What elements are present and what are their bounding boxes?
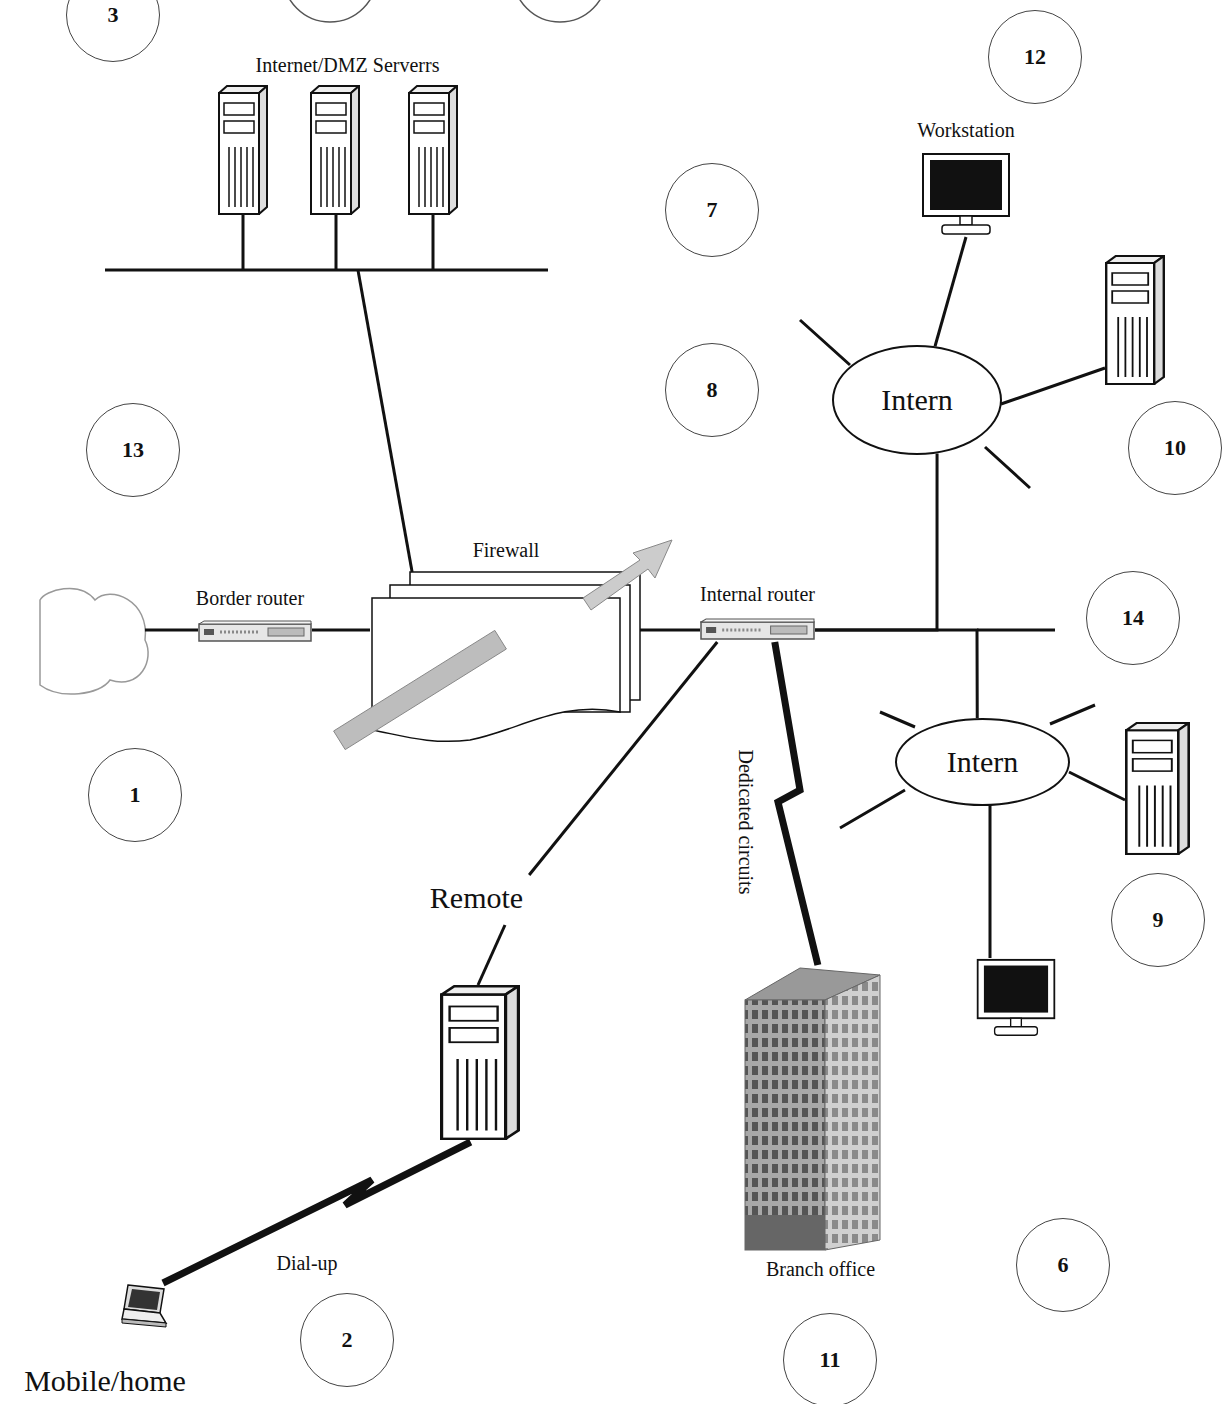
device-label: Workstation: [917, 119, 1014, 142]
connector: [935, 237, 966, 346]
firewall-icon: [334, 540, 672, 750]
router-icon: [701, 619, 814, 639]
workstation-icon: [923, 154, 1009, 234]
dmz-servers: [105, 86, 548, 270]
callout-number: 2: [342, 1327, 353, 1352]
callout-number: 6: [1058, 1252, 1069, 1277]
callout-circle: 1: [88, 748, 182, 842]
callout-circle: 8: [665, 343, 759, 437]
link-label: Dial-up: [273, 1252, 340, 1275]
device-label: Border router: [196, 587, 304, 610]
connector: [312, 628, 370, 631]
callout-number: 9: [1153, 907, 1164, 932]
connector: [815, 453, 937, 630]
device-label: Internet/DMZ Serverrs: [256, 54, 440, 77]
device-node: Branch office: [745, 965, 880, 1250]
router-icon: [199, 621, 311, 641]
callout-number: 1: [130, 782, 141, 807]
device-node: Internet/DMZ Serverrs: [105, 85, 548, 270]
network-ellipse: Intern: [832, 345, 1002, 455]
device-node: Remote: [418, 875, 535, 1142]
link-label: Dedicated circuits: [734, 747, 757, 898]
device-label: Internal router: [700, 583, 815, 606]
device-node: Border router: [198, 620, 312, 644]
device-label: Remote: [430, 881, 523, 916]
network-label: Intern: [947, 745, 1019, 780]
callout-circle: 7: [665, 163, 759, 257]
device-node: Workstation: [920, 152, 1012, 237]
callout-number: 7: [707, 197, 718, 222]
internal-network-top: [800, 256, 1164, 488]
laptop-icon: [122, 1285, 166, 1327]
callout-arc: [513, 0, 607, 22]
device-label: Mobile/home: [24, 1364, 186, 1399]
callout-number: 13: [122, 437, 144, 462]
callout-circle: 2: [300, 1293, 394, 1387]
callout-number: 12: [1024, 44, 1046, 69]
internal-network-bottom: [840, 705, 1189, 1035]
callout-number: 14: [1122, 605, 1144, 630]
connector: [640, 628, 700, 631]
connector: [815, 630, 977, 718]
callout-circle: 13: [86, 403, 180, 497]
callout-number: 3: [108, 2, 119, 27]
remote-server: [442, 925, 519, 1139]
device-node: Internal router: [700, 618, 815, 642]
lightning-link: [163, 1142, 471, 1283]
callout-circle: 10: [1128, 401, 1222, 495]
device-node: Firewall: [370, 572, 640, 740]
callout-number: 8: [707, 377, 718, 402]
callout-circle: 11: [783, 1313, 877, 1404]
callout-circle: 9: [1111, 873, 1205, 967]
connector: [358, 270, 412, 572]
network-ellipse: Intern: [895, 718, 1070, 806]
device-label: Firewall: [473, 539, 540, 562]
device-label: Branch office: [766, 1258, 875, 1281]
lightning-link: [775, 642, 818, 965]
wire: [145, 629, 198, 632]
callout-circle: 12: [988, 10, 1082, 104]
lan-bus: [977, 629, 1055, 632]
callout-arc: [283, 0, 377, 22]
callout-number: 11: [820, 1347, 841, 1372]
callout-number: 10: [1164, 435, 1186, 460]
branch-building: [745, 968, 880, 1250]
callout-circle: 14: [1086, 571, 1180, 665]
connector: [529, 642, 717, 875]
internet-cloud: [40, 588, 148, 694]
device-node: Mobile/home: [118, 1283, 168, 1332]
callout-circle: 3: [66, 0, 160, 62]
callout-circle: 6: [1016, 1218, 1110, 1312]
network-label: Intern: [881, 383, 953, 418]
